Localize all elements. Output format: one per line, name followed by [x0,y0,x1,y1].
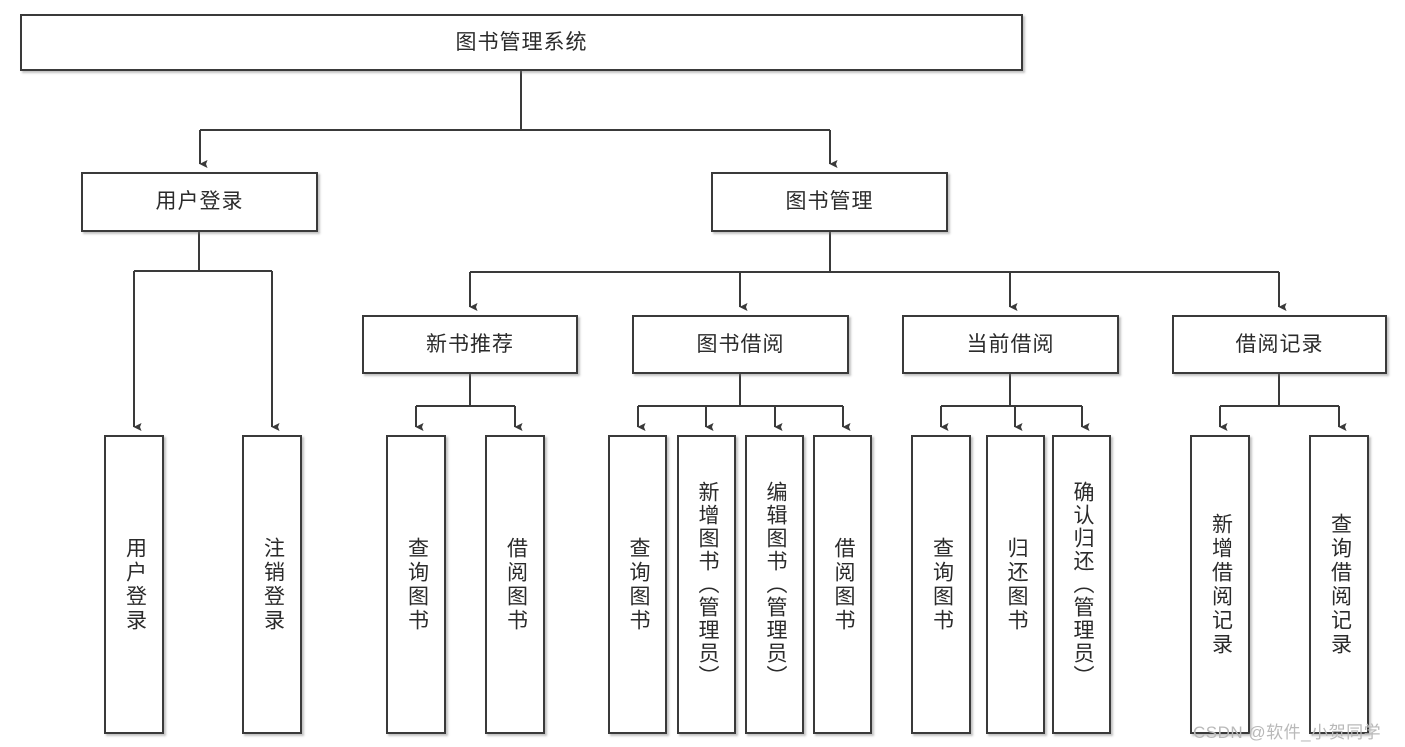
node-leaf-borrow-book-2[interactable]: 借阅图书 [813,435,872,734]
node-leaf-edit-book-label: 编辑图书（管理员） [763,481,787,688]
node-book-manage-label: 图书管理 [785,190,874,214]
node-leaf-add-book[interactable]: 新增图书（管理员） [677,435,736,734]
node-root-label: 图书管理系统 [455,30,588,54]
node-borrow-record[interactable]: 借阅记录 [1172,315,1387,374]
node-leaf-query-book-1[interactable]: 查询图书 [386,435,446,734]
node-current-borrow-label: 当前借阅 [966,332,1055,356]
node-leaf-query-book-3[interactable]: 查询图书 [911,435,971,734]
node-user-login[interactable]: 用户登录 [81,172,318,232]
node-leaf-add-book-label: 新增图书（管理员） [695,481,719,688]
node-leaf-query-record-label: 查询借阅记录 [1328,512,1352,657]
node-leaf-borrow-book-1-label: 借阅图书 [504,536,528,633]
node-leaf-query-record[interactable]: 查询借阅记录 [1309,435,1369,734]
node-leaf-borrow-book-2-label: 借阅图书 [831,536,855,633]
node-leaf-user-login-label: 用户登录 [123,536,147,633]
node-leaf-logout[interactable]: 注销登录 [242,435,302,734]
node-leaf-query-book-2-label: 查询图书 [626,536,650,633]
node-current-borrow[interactable]: 当前借阅 [902,315,1119,374]
node-book-borrow[interactable]: 图书借阅 [632,315,849,374]
node-user-login-label: 用户登录 [155,190,244,214]
node-leaf-query-book-2[interactable]: 查询图书 [608,435,667,734]
node-leaf-confirm-return[interactable]: 确认归还（管理员） [1052,435,1111,734]
node-leaf-return-book[interactable]: 归还图书 [986,435,1045,734]
node-leaf-query-book-1-label: 查询图书 [405,536,429,633]
node-leaf-logout-label: 注销登录 [261,536,285,633]
node-leaf-user-login[interactable]: 用户登录 [104,435,164,734]
node-borrow-record-label: 借阅记录 [1235,332,1324,356]
node-leaf-return-book-label: 归还图书 [1004,536,1028,633]
node-book-borrow-label: 图书借阅 [696,332,785,356]
node-leaf-edit-book[interactable]: 编辑图书（管理员） [745,435,804,734]
node-leaf-add-record[interactable]: 新增借阅记录 [1190,435,1250,734]
node-new-book-rec-label: 新书推荐 [426,332,514,356]
node-leaf-query-book-3-label: 查询图书 [930,536,954,633]
node-leaf-confirm-return-label: 确认归还（管理员） [1070,481,1094,688]
node-leaf-borrow-book-1[interactable]: 借阅图书 [485,435,545,734]
node-book-manage[interactable]: 图书管理 [711,172,948,232]
node-root[interactable]: 图书管理系统 [20,14,1023,71]
node-new-book-rec[interactable]: 新书推荐 [362,315,578,374]
node-leaf-add-record-label: 新增借阅记录 [1209,512,1233,657]
